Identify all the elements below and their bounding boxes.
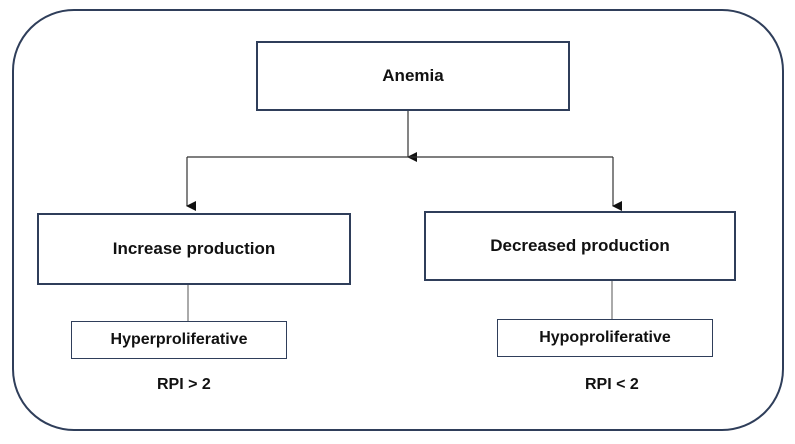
anemia-label: Anemia [382, 66, 444, 85]
rpi-greater-label: RPI > 2 [157, 376, 211, 393]
hypoproliferative-node: Hypoproliferative [497, 319, 713, 357]
hypoproliferative-label: Hypoproliferative [539, 329, 671, 346]
increase-production-label: Increase production [112, 239, 276, 258]
hyperproliferative-label: Hyperproliferative [110, 331, 248, 348]
anemia-node: Anemia [256, 41, 570, 111]
decreased-production-label: Decreased production [490, 236, 670, 255]
rpi-less-label: RPI < 2 [585, 376, 639, 393]
decreased-production-node: Decreased production [424, 211, 736, 281]
hyperproliferative-node: Hyperproliferative [71, 321, 287, 359]
increase-production-node: Increase production [37, 213, 351, 285]
